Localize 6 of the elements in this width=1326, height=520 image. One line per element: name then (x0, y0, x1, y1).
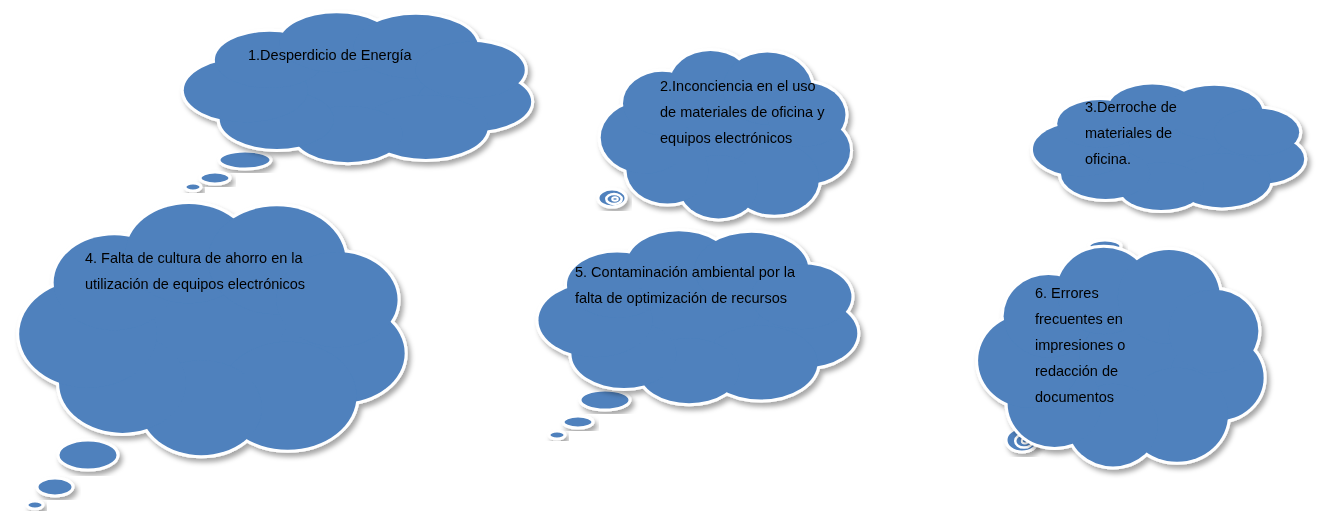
bubble-text: 3.Derroche de materiales de oficina. (1085, 98, 1178, 169)
bubble-text: 4. Falta de cultura de ahorro en la utilización de equipos electrónicos (85, 249, 307, 294)
bubble-text: 2.Inconciencia en el uso de materiales de oficina y equipos electrónicos (660, 77, 826, 148)
bubble-text: 5. Contaminación ambiental por la falta de optimización de recursos (575, 263, 797, 308)
bubble-text: 6. Errores frecuentes en impresiones o redacción de documentos (1035, 284, 1127, 407)
bubble-text: 1.Desperdicio de Energía (248, 46, 413, 65)
